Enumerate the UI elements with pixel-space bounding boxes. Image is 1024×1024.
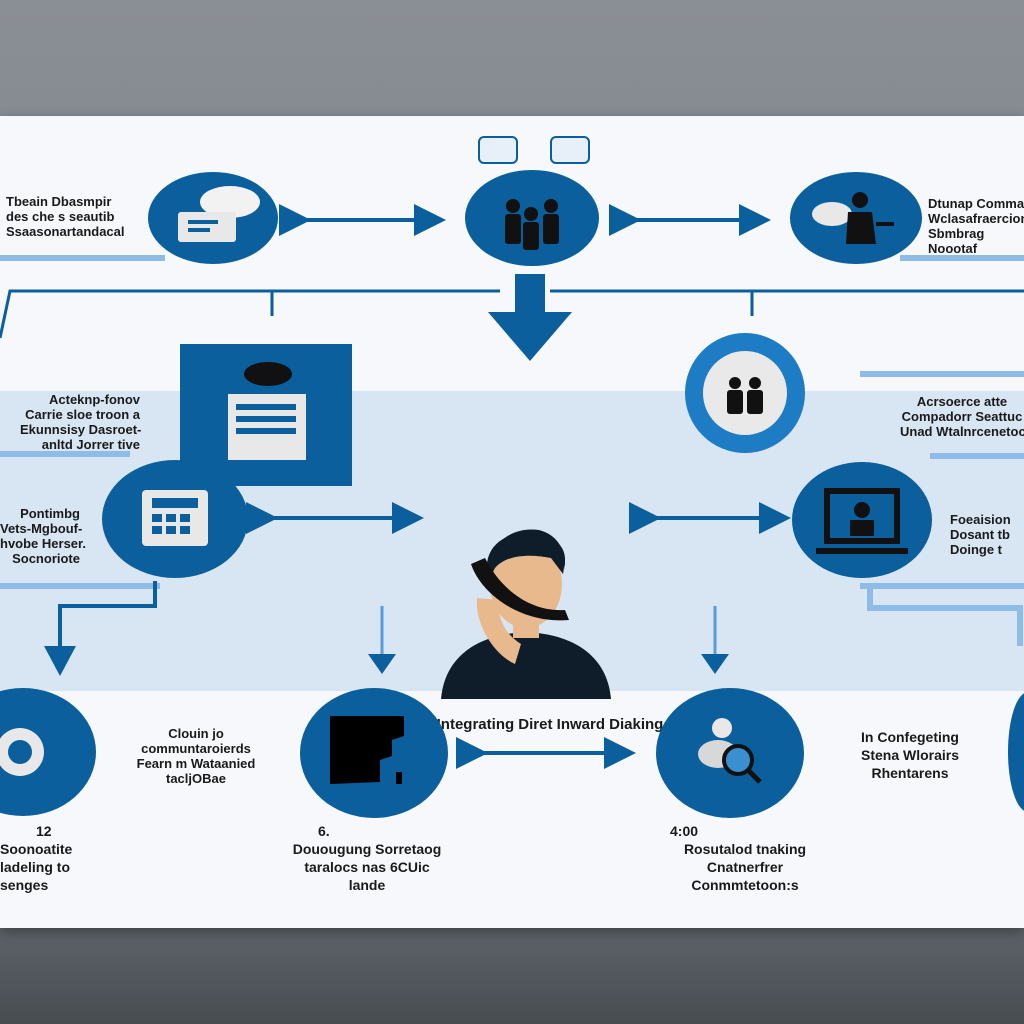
light-connectors bbox=[0, 255, 1024, 589]
caption-top-right: Dtunap Commanc Wclasafraercion Sbmbrag N… bbox=[928, 196, 1024, 256]
elbow-left bbox=[58, 581, 157, 646]
caption-far-right: In Confegeting Stena Wlorairs Rhentarens bbox=[860, 729, 960, 781]
connector-layer bbox=[0, 204, 1024, 769]
node-bottom-left bbox=[0, 688, 96, 816]
phone-call-icon bbox=[441, 529, 611, 699]
cloud-chat-icon bbox=[178, 186, 260, 242]
down-arrow-mid-right bbox=[701, 654, 729, 674]
elbow-right bbox=[867, 586, 1023, 646]
caption-mid-right-gear: Acrsoerce atte Compadorr Seattuc Unad Wt… bbox=[900, 394, 1024, 439]
main-down-arrow bbox=[488, 274, 572, 361]
node-top-right bbox=[790, 172, 922, 264]
node-bottom-mid bbox=[300, 688, 448, 818]
document-form-icon bbox=[180, 344, 352, 486]
caption-mid-left-doc: Acteknp-fonov Carrie sloe troon a Ekunns… bbox=[20, 392, 142, 452]
node-bottom-right bbox=[656, 688, 804, 818]
caption-bottom-left: Clouin jo communtaroierds Fearn m Wataan… bbox=[136, 726, 256, 786]
node-top-left bbox=[148, 172, 278, 264]
user-search-icon bbox=[698, 718, 762, 784]
down-arrow-mid-left bbox=[368, 654, 396, 674]
node-top-center bbox=[465, 170, 599, 266]
vision-icon bbox=[478, 136, 518, 164]
caption-bottom-right: 4:00 Rosutalod tnaking Cnatnerfrer Conmm… bbox=[670, 823, 807, 893]
caption-top-left: Tbeain Dbasmpir des che s seautib Ssaaso… bbox=[6, 194, 125, 239]
subcaption-bottom-left: 12 Soonoatite ladeling to senges bbox=[0, 823, 73, 893]
node-left-phone bbox=[102, 460, 248, 578]
center-person-on-phone bbox=[441, 514, 611, 699]
silhouette-icon bbox=[330, 716, 404, 784]
person-desk-icon bbox=[812, 192, 894, 244]
diagram-board: Tbeain Dbasmpir des che s seautib Ssaaso… bbox=[0, 116, 1024, 928]
branch-lines bbox=[0, 289, 1024, 339]
bottom-band bbox=[0, 928, 1024, 1024]
node-right-monitor bbox=[792, 462, 932, 578]
headset-icon bbox=[0, 728, 44, 776]
desk-phone-icon bbox=[142, 490, 208, 546]
people-group-icon bbox=[505, 199, 559, 250]
video-call-icon bbox=[816, 488, 908, 554]
node-far-right bbox=[1008, 692, 1024, 812]
caption-left-phone: Pontimbg Vets-Mgbouf- hvobe Herser. Socn… bbox=[0, 506, 86, 566]
screen-icon bbox=[550, 136, 590, 164]
gear-team-icon bbox=[665, 328, 825, 458]
caption-right-monitor: Foeaision Dosant tb Doinge t bbox=[950, 512, 1011, 557]
caption-bottom-mid: 6. Douougung Sorretaog taralocs nas 6CUi… bbox=[292, 823, 442, 893]
